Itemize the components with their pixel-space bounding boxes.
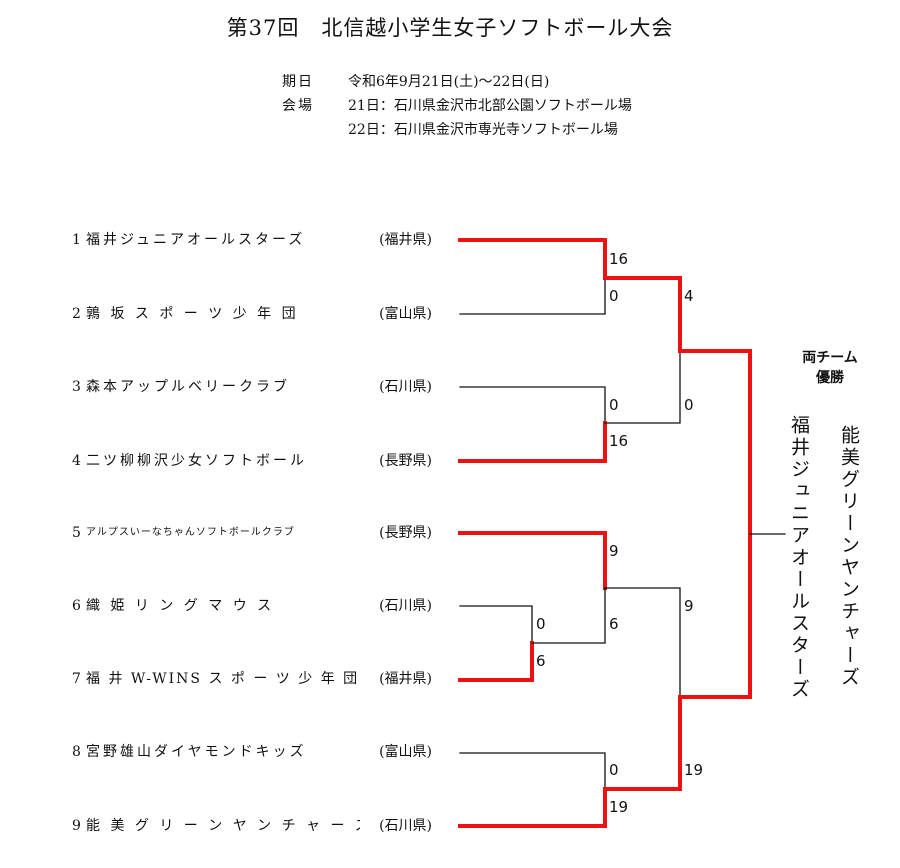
bracket-line-team2 (459, 277, 606, 315)
bracket-line-team7 (458, 641, 534, 682)
team-name: 織 姫 リ ン グ マ ウ ス (86, 598, 275, 614)
team-entry-4: 4 二ツ柳柳沢少女ソフトボール (長野県) (72, 450, 432, 472)
score-m4-top: 9 (609, 542, 619, 560)
score-m5-top: 0 (609, 761, 619, 779)
team-entry-8: 8 宮野雄山ダイヤモンドキッズ (富山県) (72, 741, 432, 763)
date-value: 令和6年9月21日(土)～22日(日) (348, 74, 550, 90)
team-prefecture: (富山県) (379, 306, 432, 322)
score-sf2-top: 9 (684, 597, 694, 615)
team-prefecture: (富山県) (379, 744, 432, 760)
champion-team-2: 能美グリーンヤンチャーズ (838, 425, 860, 689)
bracket-line-team1 (458, 238, 607, 280)
event-info: 期日 令和6年9月21日(土)～22日(日) 会場 21日：石川県金沢市北部公園… (282, 70, 632, 142)
team-number: 6 (72, 598, 81, 614)
score-sf1-bottom: 0 (684, 396, 694, 414)
bracket-line-m3-winner (531, 587, 606, 644)
team-number: 5 (72, 525, 81, 541)
bracket-line-team9 (458, 787, 607, 828)
score-sf1-top: 4 (684, 287, 694, 305)
team-number: 7 (72, 671, 81, 687)
team-name: 福井ジュニアオールスターズ (86, 232, 306, 248)
bracket-line-m1-winner (603, 276, 682, 353)
team-number: 1 (72, 232, 81, 248)
team-prefecture: (長野県) (379, 453, 432, 469)
bracket-line-m5-winner (603, 695, 682, 791)
champion-label-line2: 優勝 (816, 370, 844, 386)
team-entry-2: 2 鶉 坂 ス ポ ー ツ 少 年 団 (富山県) (72, 303, 432, 325)
venue-day1: 21日：石川県金沢市北部公園ソフトボール場 (348, 98, 632, 114)
venue-row-2: 22日：石川県金沢市専光寺ソフトボール場 (282, 118, 632, 142)
page-title: 第37回 北信越小学生女子ソフトボール大会 (226, 16, 674, 40)
team-prefecture: (福井県) (379, 232, 432, 248)
team-entry-5: 5 アルプスいーなちゃんソフトボールクラブ (長野県) (72, 522, 432, 544)
team-number: 4 (72, 453, 81, 469)
venue-day2: 22日：石川県金沢市専光寺ソフトボール場 (348, 122, 618, 138)
team-name: アルプスいーなちゃんソフトボールクラブ (86, 527, 295, 538)
bracket-line-team8 (459, 752, 606, 790)
score-m5-bottom: 19 (609, 798, 629, 816)
team-name: 能 美 グ リ ー ン ヤ ン チ ャ ー ズ (86, 818, 360, 834)
team-prefecture: (石川県) (379, 598, 432, 614)
team-entry-6: 6 織 姫 リ ン グ マ ウ ス (石川県) (72, 595, 432, 617)
score-m2-top: 0 (609, 396, 619, 414)
champion-label: 両チーム 優勝 (790, 348, 870, 388)
team-name: 鶉 坂 ス ポ ー ツ 少 年 団 (86, 306, 299, 322)
score-sf2-bottom: 19 (684, 761, 704, 779)
bracket-line-team5 (458, 531, 607, 590)
score-m3-bottom: 6 (536, 652, 546, 670)
team-prefecture: (福井県) (379, 671, 432, 687)
team-entry-3: 3 森本アップルベリークラブ (石川県) (72, 376, 432, 398)
venue-row: 会場 21日：石川県金沢市北部公園ソフトボール場 (282, 94, 632, 118)
score-m2-bottom: 16 (609, 432, 629, 450)
champion-team-1: 福井ジュニアオールスターズ (788, 415, 810, 701)
team-name: 宮野雄山ダイヤモンドキッズ (86, 744, 307, 760)
bracket-line-m4-winner (604, 587, 681, 698)
team-entry-1: 1 福井ジュニアオールスターズ (福井県) (72, 229, 432, 251)
team-name: 福 井 W-WINS ス ポ ー ツ 少 年 団 (86, 671, 360, 687)
bracket-line-sf2-winner (678, 532, 752, 699)
team-number: 9 (72, 818, 81, 834)
champion-label-line1: 両チーム (802, 350, 858, 366)
team-entry-7: 7 福 井 W-WINS ス ポ ー ツ 少 年 団 (福井県) (72, 668, 432, 690)
team-prefecture: (石川県) (379, 818, 432, 834)
date-row: 期日 令和6年9月21日(土)～22日(日) (282, 70, 632, 94)
bracket-line-sf1-winner (678, 349, 752, 536)
bracket-line-team4 (458, 421, 607, 463)
team-number: 2 (72, 306, 81, 322)
score-m3-top: 0 (536, 615, 546, 633)
team-entry-9: 9 能 美 グ リ ー ン ヤ ン チ ャ ー ズ (石川県) (72, 815, 432, 837)
team-prefecture: (石川県) (379, 379, 432, 395)
score-m1-bottom: 0 (609, 287, 619, 305)
score-m4-bottom: 6 (609, 615, 619, 633)
bracket-line-team6 (459, 605, 533, 644)
team-prefecture: (長野県) (379, 525, 432, 541)
venue-label: 会場 (282, 98, 314, 114)
date-label: 期日 (282, 74, 314, 90)
team-number: 3 (72, 379, 81, 395)
team-number: 8 (72, 744, 81, 760)
bracket-line-team3 (459, 386, 606, 424)
team-name: 森本アップルベリークラブ (86, 379, 290, 395)
team-name: 二ツ柳柳沢少女ソフトボール (86, 453, 307, 469)
score-m1-top: 16 (609, 250, 629, 268)
bracket-line-m2-winner (604, 350, 681, 424)
